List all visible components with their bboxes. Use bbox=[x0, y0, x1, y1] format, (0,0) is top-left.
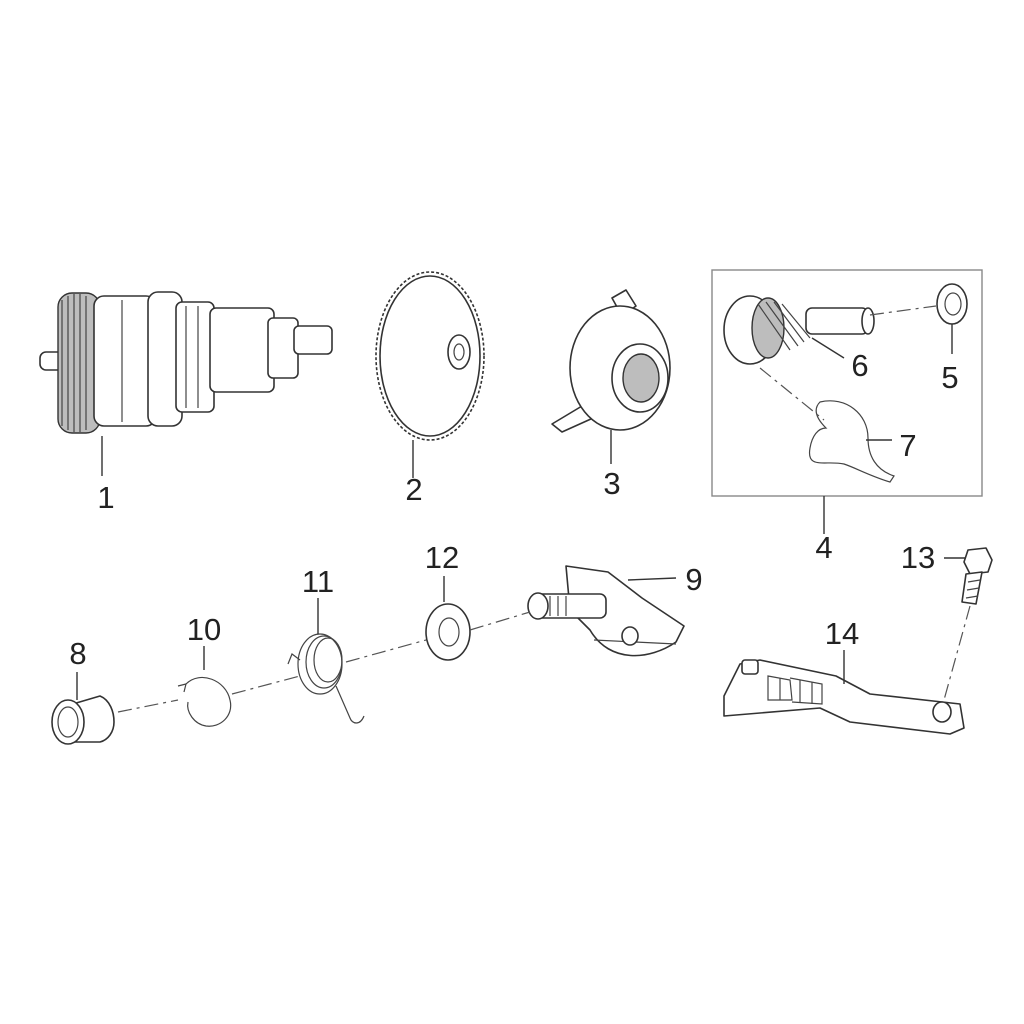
callout-5: 5 bbox=[941, 360, 958, 395]
callout-7: 7 bbox=[899, 428, 916, 463]
part-8-cap bbox=[51, 695, 115, 745]
callout-1: 1 bbox=[97, 480, 114, 515]
part-11-spring bbox=[287, 633, 365, 724]
callout-13: 13 bbox=[901, 540, 935, 575]
assembly-axis-lines bbox=[117, 305, 971, 713]
callout-3: 3 bbox=[603, 466, 620, 501]
part-3-ratchet bbox=[551, 289, 671, 433]
callout-4: 4 bbox=[815, 530, 832, 565]
callout-leader-lines bbox=[76, 324, 966, 700]
part-7-clip bbox=[808, 400, 895, 483]
callout-2: 2 bbox=[405, 472, 422, 507]
callout-8: 8 bbox=[69, 636, 86, 671]
callout-9: 9 bbox=[685, 562, 702, 597]
part-12-washer bbox=[425, 603, 471, 661]
part-1-starter-clutch bbox=[39, 291, 333, 434]
part-13-bolt bbox=[961, 547, 993, 605]
callout-labels: 1 2 3 4 5 6 7 8 9 10 11 12 13 14 bbox=[69, 348, 958, 671]
callout-14: 14 bbox=[825, 616, 859, 651]
callout-11: 11 bbox=[302, 564, 334, 599]
part-5-washer bbox=[936, 283, 968, 325]
callout-6: 6 bbox=[851, 348, 868, 383]
callout-12: 12 bbox=[425, 540, 459, 575]
part-2-gear bbox=[375, 271, 485, 441]
callout-10: 10 bbox=[187, 612, 221, 647]
part-10-circlip bbox=[177, 676, 232, 727]
part-1-gear-teeth bbox=[61, 294, 87, 432]
part-14-kick-lever bbox=[723, 659, 965, 735]
part-4-group-box bbox=[711, 269, 983, 497]
part-9-spindle bbox=[527, 565, 685, 657]
